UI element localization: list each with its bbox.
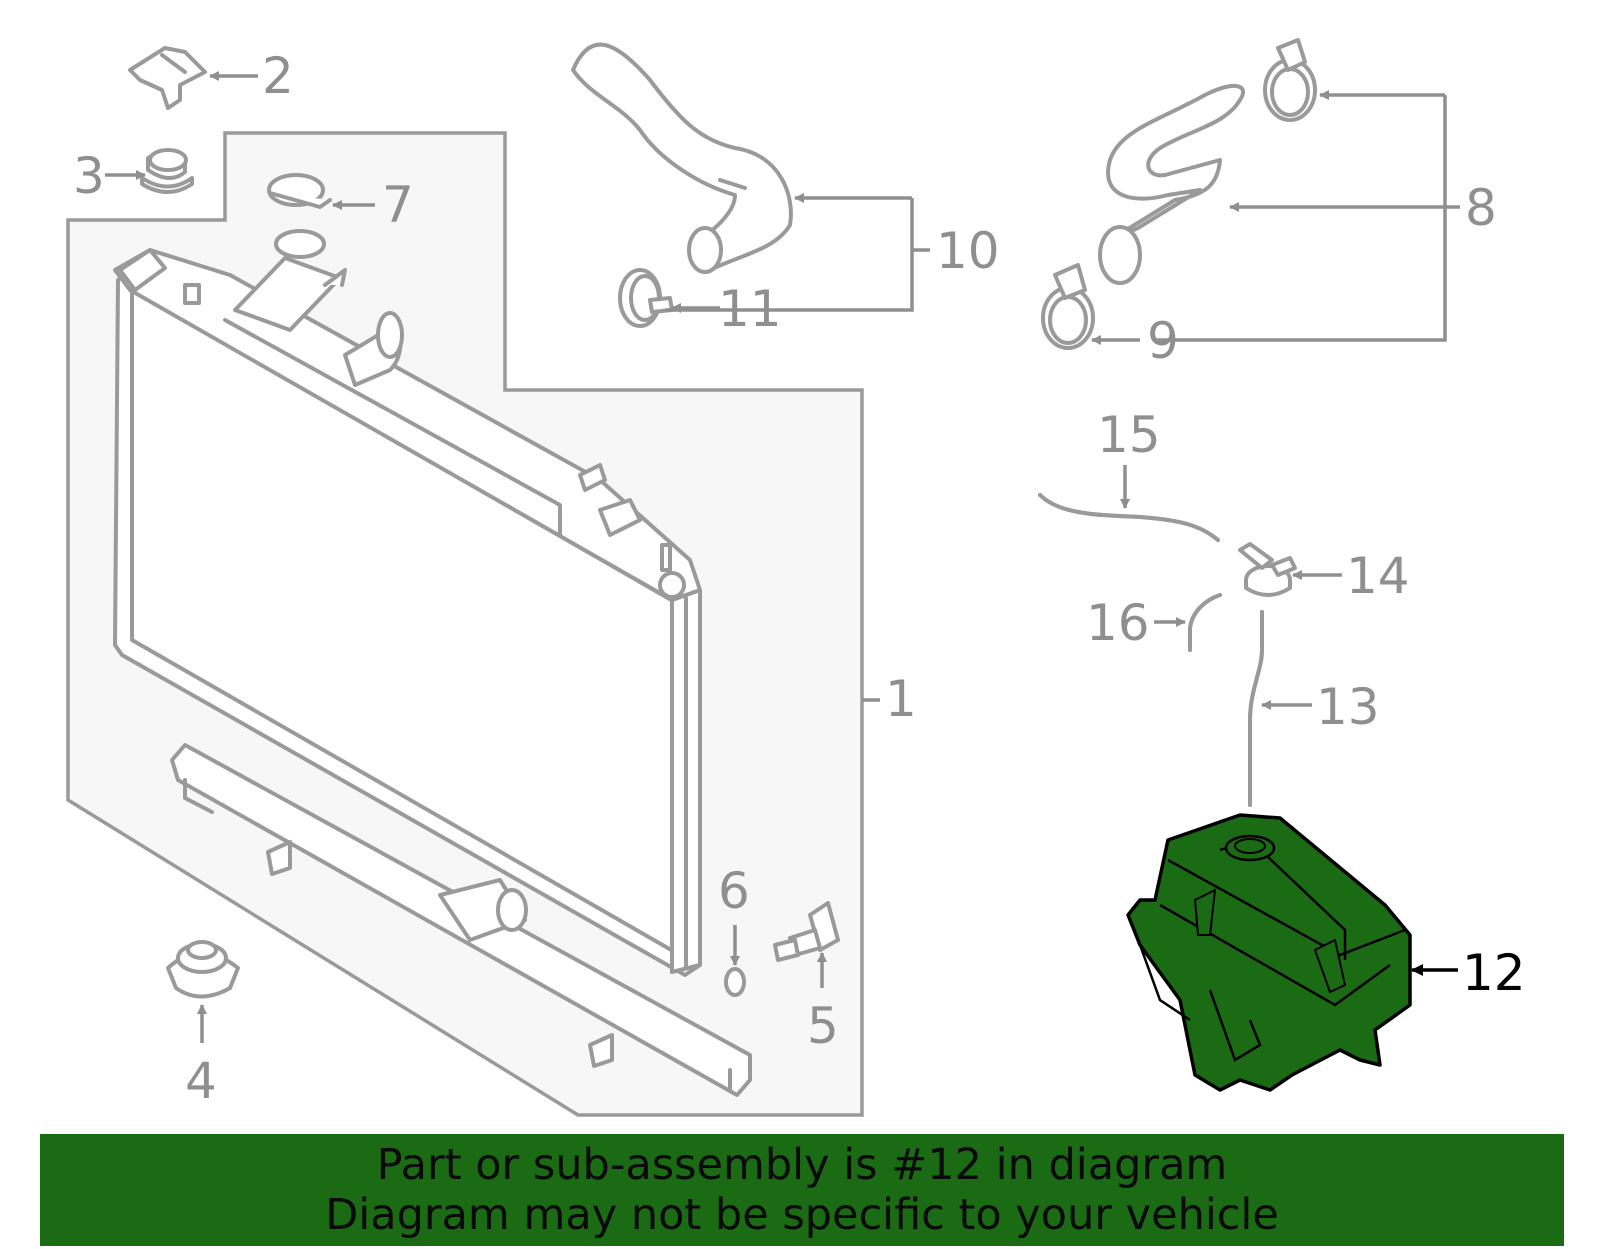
callout-10: 10: [936, 222, 1000, 280]
part-10-upper-hose: [571, 42, 793, 274]
callout-12: 12: [1462, 944, 1526, 1002]
part-11-clamp: [618, 268, 674, 328]
part-3-bushing: [140, 148, 194, 194]
part-2-clip: [128, 46, 207, 110]
callout-11: 11: [718, 280, 782, 338]
part-5-drain: [773, 901, 840, 962]
callout-4: 4: [185, 1052, 217, 1110]
banner-line-2: Diagram may not be specific to your vehi…: [325, 1190, 1279, 1240]
callout-15: 15: [1097, 406, 1161, 464]
part-14-valve: [1238, 542, 1297, 597]
part-12-reservoir: [1126, 813, 1412, 1092]
callout-14: 14: [1346, 547, 1410, 605]
part-4-mount: [166, 940, 240, 999]
callout-2: 2: [262, 47, 294, 105]
part-7-cap: [267, 173, 332, 209]
part-8-lower-hose: [1098, 83, 1246, 285]
callout-3: 3: [73, 147, 105, 205]
callout-13: 13: [1316, 678, 1380, 736]
part-9-clamp: [1041, 263, 1095, 350]
callout-7: 7: [382, 176, 414, 234]
callout-1: 1: [885, 670, 917, 728]
leader-lines: [105, 71, 1460, 1043]
banner-line-1: Part or sub-assembly is #12 in diagram: [376, 1140, 1228, 1190]
callout-6: 6: [718, 862, 750, 920]
radiator: [113, 229, 702, 977]
callout-9: 9: [1147, 312, 1179, 370]
parts-diagram: 1 2 3 4 5 6 7 8 9 10 11 12 13 14 15 16: [66, 38, 1526, 1117]
info-banner: Part or sub-assembly is #12 in diagram D…: [40, 1134, 1564, 1246]
callout-16: 16: [1086, 594, 1150, 652]
part-8-clamp: [1263, 38, 1317, 122]
part-6-oring: [724, 967, 746, 997]
callout-5: 5: [807, 997, 839, 1055]
callout-8: 8: [1465, 179, 1497, 237]
